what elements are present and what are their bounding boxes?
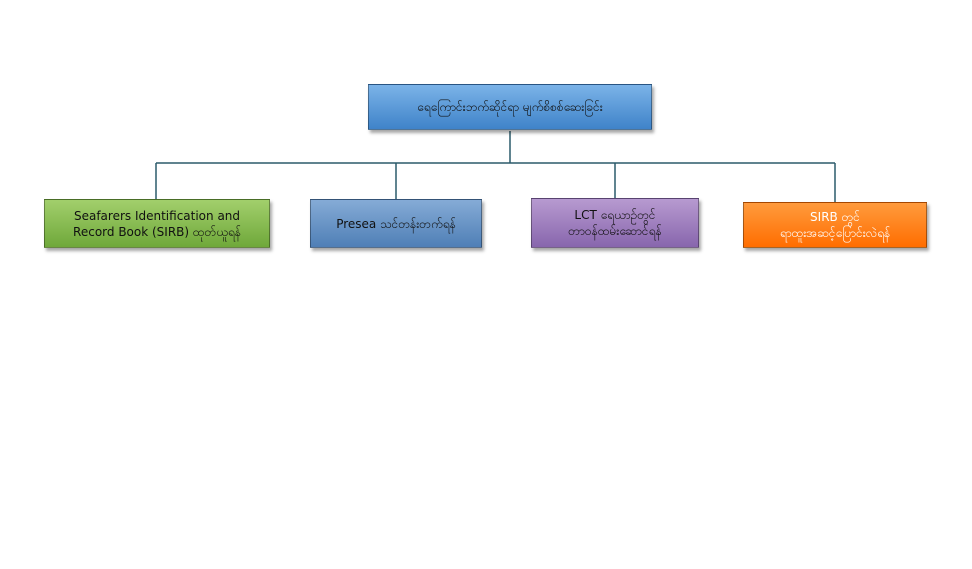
root-node-eye-examination: ရေကြောင်းဘက်ဆိုင်ရာ မျက်စိစစ်ဆေးခြင်း: [368, 84, 652, 130]
child-node-4-line-2: ရာထူးအဆင့်ပြောင်းလဲရန်: [779, 226, 891, 240]
child-node-presea-training: Presea သင်တန်းတက်ရန်: [310, 199, 482, 248]
root-node-label: ရေကြောင်းဘက်ဆိုင်ရာ မျက်စိစစ်ဆေးခြင်း: [417, 100, 603, 114]
child-node-2-line-1: Presea သင်တန်းတက်ရန်: [336, 216, 456, 231]
child-node-1-line-2: Record Book (SIRB) ထုတ်ယူရန်: [73, 224, 241, 239]
child-node-4-line-1: SIRB တွင်: [810, 210, 860, 224]
child-node-lct-vessel-duty: LCT ရေယာဉ်တွင် တာဝန်ထမ်းဆောင်ရန်: [531, 198, 699, 248]
child-node-3-line-1: LCT ရေယာဉ်တွင်: [574, 208, 656, 222]
child-node-3-line-2: တာဝန်ထမ်းဆောင်ရန်: [568, 224, 662, 238]
child-node-1-line-1: Seafarers Identification and: [73, 208, 241, 223]
child-node-sirb-rank-change: SIRB တွင် ရာထူးအဆင့်ပြောင်းလဲရန်: [743, 202, 927, 248]
child-node-sirb-issuance: Seafarers Identification and Record Book…: [44, 199, 270, 248]
